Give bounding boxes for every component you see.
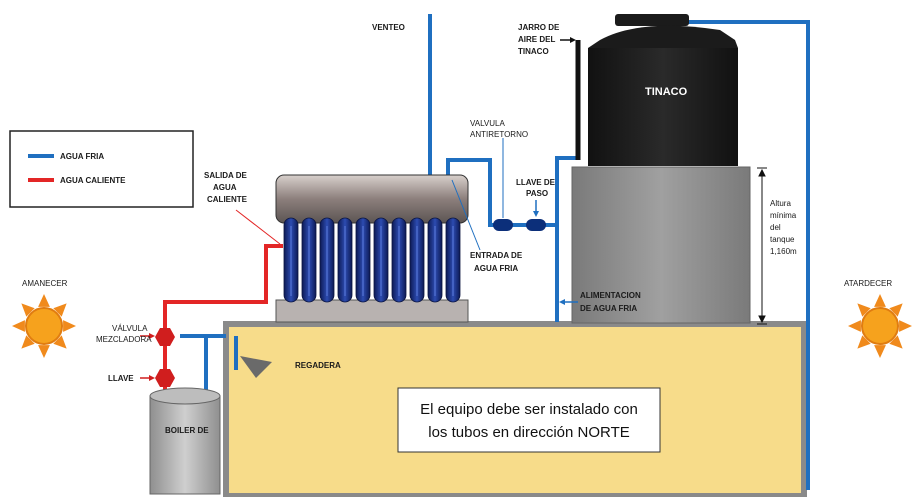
sun-ray bbox=[857, 303, 871, 317]
sun-ray bbox=[38, 345, 50, 358]
note-line-1: El equipo debe ser instalado con bbox=[420, 401, 638, 418]
llave-paso-arrow-head bbox=[533, 211, 539, 217]
sun-disc bbox=[25, 307, 63, 345]
jarro-label-1: JARRO DE bbox=[518, 23, 560, 32]
valvula-antiretorno-label-2: ANTIRETORNO bbox=[470, 130, 528, 139]
sun-ray bbox=[889, 303, 903, 317]
regadera-label: REGADERA bbox=[295, 361, 341, 370]
legend: AGUA FRIA AGUA CALIENTE bbox=[9, 130, 194, 208]
valvula-mezcladora bbox=[155, 328, 175, 346]
sun-amanecer-icon bbox=[12, 294, 76, 358]
llave-paso-label-2: PASO bbox=[526, 189, 548, 198]
jarro-label-2: AIRE DEL bbox=[518, 35, 555, 44]
sun-ray bbox=[38, 294, 50, 307]
sun-ray bbox=[874, 294, 886, 307]
legend-hot-label: AGUA CALIENTE bbox=[60, 176, 126, 185]
sun-ray bbox=[899, 320, 912, 332]
note-line-2: los tubos en dirección NORTE bbox=[428, 424, 629, 441]
salida-label-3: CALIENTE bbox=[207, 195, 248, 204]
llave-valve bbox=[155, 369, 175, 387]
sun-ray bbox=[857, 335, 871, 349]
tinaco-feed-pipe bbox=[688, 20, 810, 490]
entrada-label-2: AGUA FRIA bbox=[474, 264, 518, 273]
alimentacion-label-2: DE AGUA FRIA bbox=[580, 304, 637, 313]
entrada-pointer bbox=[451, 179, 481, 251]
tinaco-dome bbox=[588, 25, 738, 48]
mezcladora-arrow-head bbox=[149, 333, 155, 339]
sun-ray bbox=[889, 335, 903, 349]
llave-paso-label-1: LLAVE DE bbox=[516, 178, 556, 187]
tinaco-label: TINACO bbox=[645, 86, 688, 98]
salida-label-2: AGUA bbox=[213, 183, 237, 192]
legend-cold-label: AGUA FRIA bbox=[60, 152, 104, 161]
llave-label: LLAVE bbox=[108, 374, 134, 383]
alimentacion-arrow-head bbox=[559, 299, 565, 305]
tinaco-body bbox=[588, 48, 738, 166]
solar-collector bbox=[275, 174, 469, 323]
valvula-antiretorno-label-1: VALVULA bbox=[470, 119, 505, 128]
legend-box bbox=[9, 130, 194, 208]
shower-icon bbox=[240, 356, 272, 378]
orientation-note: El equipo debe ser instalado con los tub… bbox=[397, 387, 661, 453]
salida-label-1: SALIDA DE bbox=[204, 171, 247, 180]
salida-pointer bbox=[235, 209, 281, 245]
sun-ray bbox=[53, 303, 67, 317]
sun-ray bbox=[53, 335, 67, 349]
support-tower bbox=[571, 166, 751, 324]
sun-ray bbox=[21, 303, 35, 317]
atardecer-label: ATARDECER bbox=[844, 279, 892, 288]
vacuum-tubes bbox=[283, 217, 461, 303]
height-indicator bbox=[757, 167, 767, 325]
venteo-label: VENTEO bbox=[372, 23, 405, 32]
entrada-label-1: ENTRADA DE bbox=[470, 251, 523, 260]
sun-ray bbox=[848, 320, 861, 332]
altura-label-4: tanque bbox=[770, 235, 795, 244]
tinaco-cap bbox=[615, 14, 689, 26]
alimentacion-label-1: ALIMENTACION bbox=[580, 291, 641, 300]
llave-arrow-head bbox=[149, 375, 155, 381]
sun-atardecer-icon bbox=[848, 294, 912, 358]
valve-antiretorno bbox=[493, 219, 513, 231]
cold-to-boiler-pipe bbox=[204, 334, 226, 390]
altura-label-5: 1,160m bbox=[770, 247, 797, 256]
valvula-mezcladora-label-1: VÁLVULA bbox=[112, 324, 148, 333]
collector-base bbox=[275, 299, 469, 323]
sun-ray bbox=[874, 345, 886, 358]
tinaco-tank: TINACO bbox=[588, 14, 738, 166]
boiler-label: BOILER DE bbox=[165, 426, 209, 435]
altura-label-1: Altura bbox=[770, 199, 791, 208]
valve-llave-paso bbox=[526, 219, 546, 231]
sun-ray bbox=[63, 320, 76, 332]
hot-outlet-pipe bbox=[163, 244, 283, 330]
collector-tank bbox=[275, 174, 469, 224]
sun-disc bbox=[861, 307, 899, 345]
valvula-mezcladora-label-2: MEZCLADORA bbox=[96, 335, 152, 344]
jarro-label-3: TINACO bbox=[518, 47, 549, 56]
jarro-arrow-head bbox=[570, 37, 576, 43]
sun-ray bbox=[12, 320, 25, 332]
altura-label-2: mínima bbox=[770, 211, 797, 220]
altura-label-3: del bbox=[770, 223, 781, 232]
sun-ray bbox=[21, 335, 35, 349]
amanecer-label: AMANECER bbox=[22, 279, 68, 288]
boiler: BOILER DE bbox=[149, 387, 221, 495]
